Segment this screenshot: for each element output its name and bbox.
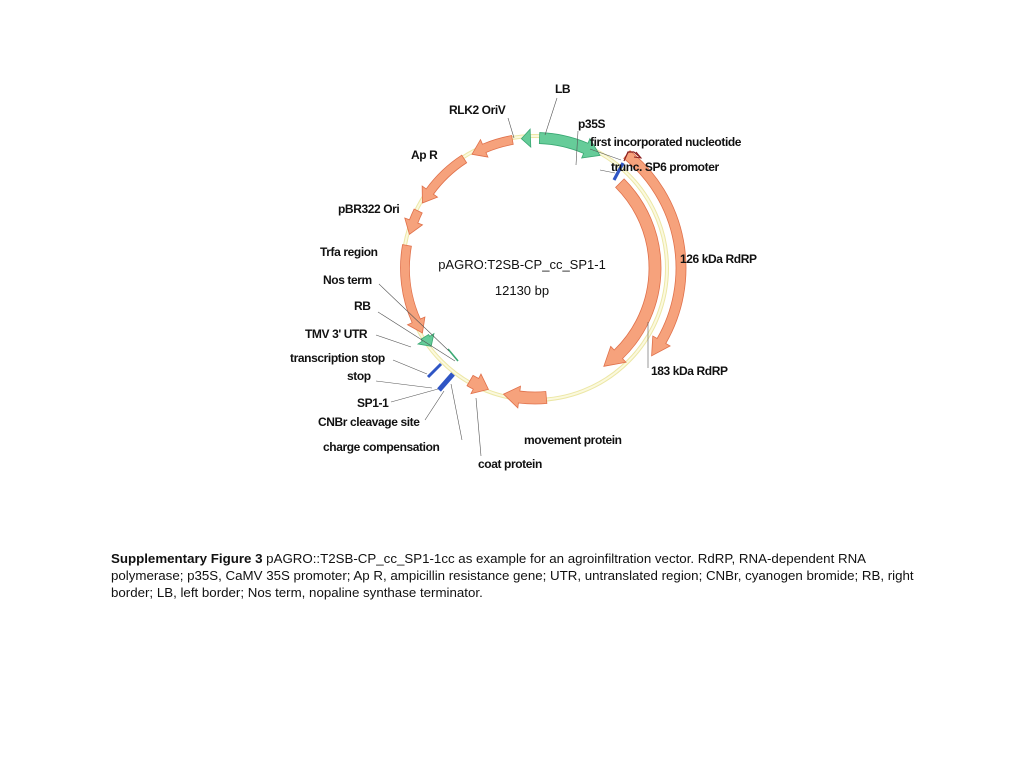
label-movement-protein: movement protein	[524, 433, 622, 447]
caption-text: pAGRO::T2SB-CP_cc_SP1-1cc as example for…	[111, 551, 914, 600]
marker-trunc-sp6	[612, 162, 625, 181]
arrow-183-kda-rdrp	[623, 150, 687, 357]
label-rb: RB	[354, 299, 371, 313]
label-sp1-1: SP1-1	[357, 396, 389, 410]
plasmid-name: pAGRO:T2SB-CP_cc_SP1-1	[438, 257, 606, 272]
arrow-pbr322-ori	[404, 208, 424, 236]
plasmid-map: pAGRO:T2SB-CP_cc_SP1-1 12130 bp LB RLK2 …	[290, 82, 757, 471]
marker-sp1-cnbr-charge	[437, 372, 455, 392]
label-tmv-3-utr: TMV 3' UTR	[305, 327, 368, 341]
label-cnbr-cleavage-site: CNBr cleavage site	[318, 415, 420, 429]
label-trunc-sp6-promoter: trunc. SP6 promoter	[611, 160, 719, 174]
marker-rb	[447, 348, 459, 362]
arrow-lb	[520, 128, 532, 148]
arrow-ap-r	[421, 154, 468, 204]
label-charge-compensation: charge compensation	[323, 440, 440, 454]
plasmid-size: 12130 bp	[495, 283, 549, 298]
leader-lines	[375, 97, 649, 457]
feature-arcs	[400, 128, 687, 409]
label-nos-term: Nos term	[323, 273, 372, 287]
first-nucleotide-arrow-icon	[623, 151, 643, 162]
arrow-rlk2-oriv	[471, 135, 514, 158]
label-ap-r: Ap R	[411, 148, 438, 162]
label-pbr322-ori: pBR322 Ori	[338, 202, 399, 216]
label-183-kda-rdrp: 183 kDa RdRP	[651, 364, 728, 378]
arrow-126-kda-rdrp	[603, 178, 662, 367]
label-transcription-stop: transcription stop	[290, 351, 385, 365]
arrow-p35s	[538, 132, 601, 159]
label-stop: stop	[347, 369, 371, 383]
label-lb: LB	[555, 82, 571, 96]
arrow-trfa-region	[400, 244, 426, 334]
label-trfa-region: Trfa region	[320, 245, 378, 259]
arrow-movement-protein	[502, 385, 548, 409]
marker-stop	[426, 362, 443, 379]
label-coat-protein: coat protein	[478, 457, 542, 471]
caption-heading: Supplementary Figure 3	[111, 551, 263, 566]
label-first-incorporated-nucleotide: first incorporated nucleotide	[590, 135, 742, 149]
label-126-kda-rdrp: 126 kDa RdRP	[680, 252, 757, 266]
arrow-tmv-3-utr	[416, 332, 435, 347]
label-p35s: p35S	[578, 117, 605, 131]
arrow-coat-protein	[466, 373, 489, 395]
label-rlk2-oriv: RLK2 OriV	[449, 103, 506, 117]
figure-caption: Supplementary Figure 3 pAGRO::T2SB-CP_cc…	[111, 550, 941, 601]
